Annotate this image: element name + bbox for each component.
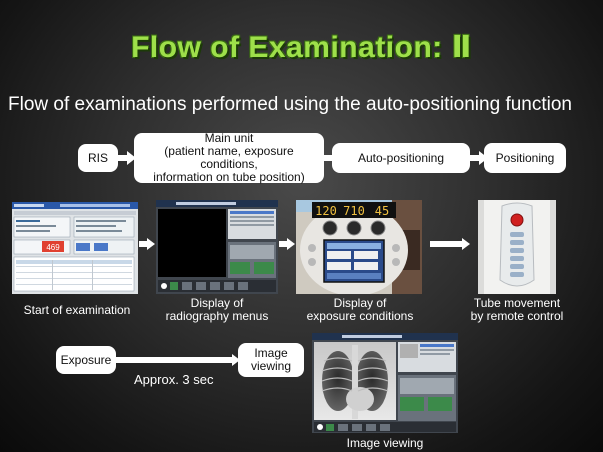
main-unit-box: Main unit (patient name, exposure condit… bbox=[134, 131, 324, 184]
caption-display-radiography-line2: radiography menus bbox=[165, 309, 269, 323]
image-viewing-box: Image viewing bbox=[238, 343, 304, 377]
auto-positioning-label: Auto-positioning bbox=[357, 150, 445, 165]
caption-image-viewing: Image viewing bbox=[312, 437, 458, 450]
exposure-label: Exposure bbox=[60, 352, 112, 367]
caption-display-exposure: Display of exposure conditions bbox=[290, 297, 430, 323]
positioning-box: Positioning bbox=[484, 143, 566, 173]
caption-display-radiography-line1: Display of bbox=[190, 296, 244, 310]
image-viewing-screen bbox=[312, 333, 458, 433]
arrow-ris-to-main bbox=[118, 151, 136, 165]
slide-subtitle: Flow of examinations performed using the… bbox=[8, 94, 572, 115]
ris-screen-image: 469 bbox=[12, 202, 138, 294]
main-unit-line3: information on tube position) bbox=[153, 170, 305, 184]
exposure-console-image: 120 710 45 bbox=[296, 200, 422, 294]
caption-start-text: Start of examination bbox=[23, 303, 131, 317]
ris-label: RIS bbox=[87, 150, 108, 165]
ris-box: RIS bbox=[78, 144, 118, 172]
main-unit-line2: (patient name, exposure conditions, bbox=[164, 144, 294, 171]
console-readout-1: 120 bbox=[315, 204, 337, 218]
arrow-exposure-to-tube bbox=[430, 238, 470, 250]
auto-positioning-box: Auto-positioning bbox=[332, 143, 470, 173]
radiography-menu-image bbox=[156, 200, 278, 294]
approx-duration: Approx. 3 sec bbox=[134, 372, 214, 387]
arrow-auto-to-positioning bbox=[470, 151, 488, 165]
slide-title: Flow of Examination: Ⅱ bbox=[131, 31, 472, 64]
caption-tube-movement-line1: Tube movement bbox=[473, 296, 561, 310]
image-viewing-line2: viewing bbox=[250, 359, 292, 373]
positioning-label: Positioning bbox=[495, 150, 555, 165]
arrow-exposure-to-image-viewing bbox=[116, 354, 240, 366]
caption-display-exposure-line1: Display of bbox=[333, 296, 387, 310]
caption-display-radiography: Display of radiography menus bbox=[150, 297, 284, 323]
ris-number: 469 bbox=[46, 243, 60, 252]
caption-tube-movement-line2: by remote control bbox=[470, 309, 564, 323]
main-unit-line1: Main unit bbox=[204, 131, 254, 145]
arrow-start-to-radiography bbox=[139, 238, 155, 250]
image-viewing-line1: Image bbox=[254, 346, 288, 360]
caption-start: Start of examination bbox=[4, 304, 150, 317]
console-readout-3: 45 bbox=[375, 204, 389, 218]
caption-display-exposure-line2: exposure conditions bbox=[306, 309, 414, 323]
caption-image-viewing-text: Image viewing bbox=[346, 436, 424, 450]
console-readout-2: 710 bbox=[343, 204, 365, 218]
caption-tube-movement: Tube movement by remote control bbox=[452, 297, 582, 323]
remote-control-image bbox=[478, 200, 556, 294]
arrow-radiography-to-exposure bbox=[279, 238, 295, 250]
exposure-box: Exposure bbox=[56, 346, 116, 374]
